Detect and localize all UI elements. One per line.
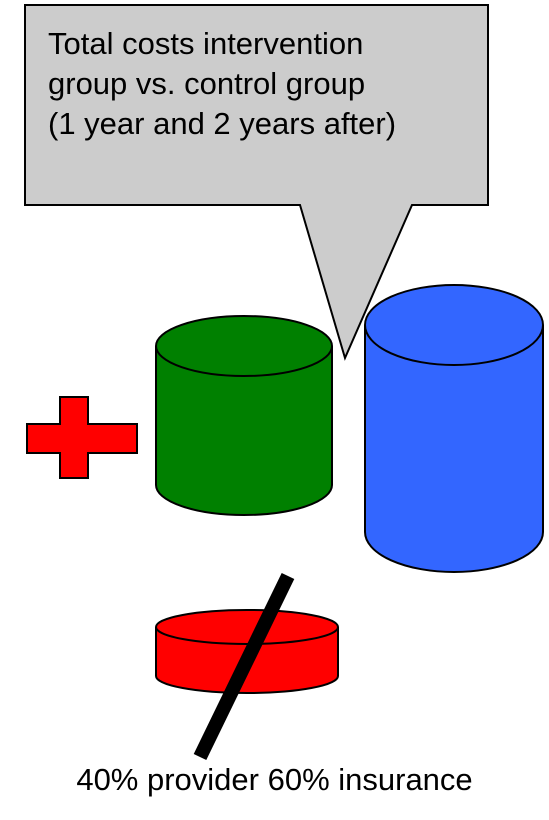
- callout-line-2: group vs. control group: [48, 66, 366, 101]
- slash-icon: [193, 572, 295, 761]
- callout-text: Total costs intervention group vs. contr…: [48, 24, 488, 144]
- control-cylinder: [364, 284, 544, 573]
- plus-icon: [26, 396, 138, 479]
- callout-bubble: [24, 4, 489, 361]
- callout-line-3: (1 year and 2 years after): [48, 106, 397, 141]
- caption: 40% provider 60% insurance: [76, 762, 473, 797]
- intervention-cylinder: [155, 315, 333, 516]
- callout-line-1: Total costs intervention: [48, 26, 364, 61]
